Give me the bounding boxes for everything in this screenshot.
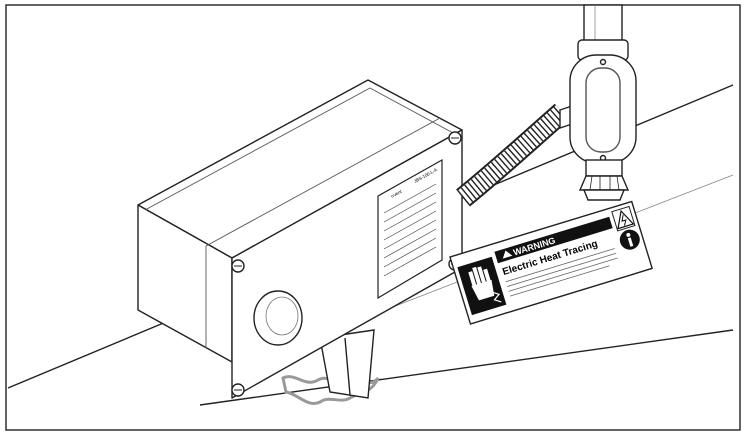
insulation-seal [281, 375, 380, 405]
diagram-frame [5, 4, 741, 431]
support-stand [319, 329, 375, 399]
flexible-conduit [456, 103, 570, 207]
junction-box-nameplate: nVent JBS-100-L-A [377, 158, 443, 300]
nameplate-brand: nVent [390, 189, 403, 199]
conduit-tee-fitting [559, 4, 637, 164]
warning-label: WARNING Electric Heat Tracing [449, 200, 654, 325]
hand-shock-icon [468, 266, 495, 301]
junction-box [137, 79, 463, 399]
cable-gland [578, 159, 630, 201]
indicator-light-icon [253, 290, 303, 346]
electric-shock-icon [611, 205, 636, 232]
read-manual-icon [619, 229, 640, 250]
